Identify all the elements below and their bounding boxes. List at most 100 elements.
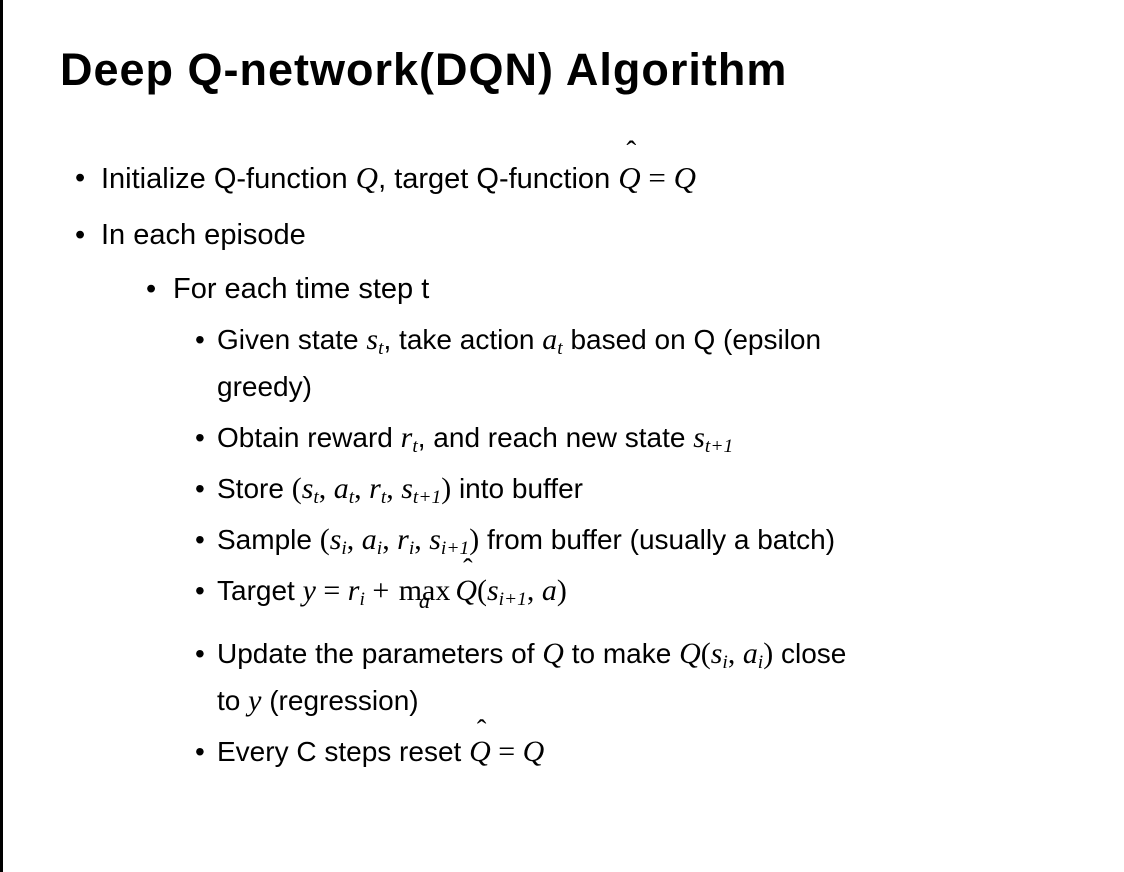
math-run: ) xyxy=(441,472,452,505)
math-run: ) xyxy=(469,523,480,556)
math-var: si+1 xyxy=(429,523,470,559)
math-subscript: i+1 xyxy=(440,537,470,559)
bullet-icon: • xyxy=(195,524,205,555)
math-subscript: t xyxy=(348,486,355,508)
math-subscript: i xyxy=(341,537,347,559)
bullet-icon: • xyxy=(75,162,86,194)
math-base: a xyxy=(333,472,349,505)
math-base: r xyxy=(400,421,413,454)
math-base: Q xyxy=(455,574,477,607)
text-run: , target Q-function xyxy=(378,163,619,195)
math-var: st+1 xyxy=(401,472,442,508)
math-run: , xyxy=(386,472,402,505)
text-run: Every C steps reset xyxy=(217,736,470,767)
text-run: to make xyxy=(563,638,680,669)
math-base: s xyxy=(693,421,705,454)
bullet-text: In each episode xyxy=(101,219,306,251)
text-run: into buffer xyxy=(451,473,583,504)
bullet-text: For each time step t xyxy=(173,273,429,305)
math-base: a xyxy=(542,323,558,356)
math-subscript: t+1 xyxy=(704,435,734,457)
text-run: For each time step t xyxy=(173,273,430,305)
text-run: Store xyxy=(217,473,292,504)
text-run: (regression) xyxy=(261,685,419,716)
math-run: Q xyxy=(542,637,564,670)
hat-accent-icon: ˆ xyxy=(626,136,637,169)
math-subscript: t xyxy=(412,435,418,457)
math-base: s xyxy=(429,523,441,556)
math-base: s xyxy=(486,574,499,607)
math-var: ri xyxy=(348,574,365,610)
math-base: a xyxy=(742,637,758,670)
hat-accent-icon: ˆ xyxy=(463,553,473,585)
math-run: , xyxy=(414,523,430,556)
math-run: = xyxy=(640,160,674,195)
bullet-icon: • xyxy=(195,575,205,606)
math-subscript: t xyxy=(380,486,387,508)
math-subscript: i+1 xyxy=(498,588,527,610)
math-base: Q xyxy=(618,160,641,195)
text-run: from buffer (usually a batch) xyxy=(479,524,836,555)
page-title: Deep Q-network(DQN) Algorithm xyxy=(60,44,788,95)
math-subscript: i xyxy=(757,651,764,673)
text-run: greedy) xyxy=(217,371,312,402)
max-word: max xyxy=(398,574,451,607)
bullet-text: Store (st, at, rt, st+1) into buffer xyxy=(217,472,583,508)
text-run: Sample xyxy=(217,524,320,555)
bullet-text: Update the parameters of Q to make Q(si,… xyxy=(217,637,846,717)
text-run: , and reach new state xyxy=(417,422,694,453)
math-run: , xyxy=(727,637,743,670)
math-run: , xyxy=(354,472,370,505)
math-var: rt xyxy=(369,472,387,508)
math-run: , xyxy=(526,574,542,607)
bullet-icon: • xyxy=(195,422,205,453)
math-run: ( xyxy=(291,472,302,505)
math-run: y xyxy=(248,684,262,717)
bullet-text: Initialize Q-function Q, target Q-functi… xyxy=(101,137,697,195)
math-run: Q xyxy=(679,637,701,670)
text-run: Initialize Q-function xyxy=(101,163,356,195)
math-subscript: t xyxy=(557,337,563,359)
bullet-item: •In each episode xyxy=(3,207,1124,263)
text-run: Obtain reward xyxy=(217,422,401,453)
bullet-item: • Obtain reward rt, and reach new state s… xyxy=(3,414,1124,461)
bullet-icon: • xyxy=(146,273,157,305)
math-subscript: i xyxy=(359,588,365,610)
math-base: s xyxy=(401,472,413,505)
math-subscript: i xyxy=(376,537,383,559)
math-subscript: t xyxy=(378,337,384,359)
math-run: Q xyxy=(355,160,379,195)
math-run: , xyxy=(382,523,398,556)
math-run: = xyxy=(315,574,348,607)
bullet-text: Obtain reward rt, and reach new state st… xyxy=(217,421,733,457)
math-var: st xyxy=(366,323,384,359)
bullet-icon: • xyxy=(195,638,205,669)
math-var: ai xyxy=(742,637,764,673)
bullet-item: • For each time step t xyxy=(3,263,1124,316)
math-var: at xyxy=(333,472,355,508)
bullet-item: •Update the parameters of Q to make Q(si… xyxy=(3,630,1124,724)
math-run: Q xyxy=(673,160,697,195)
math-run: ) xyxy=(763,637,774,670)
math-base: s xyxy=(710,637,723,670)
text-run: based on Q (epsilon xyxy=(562,324,822,355)
math-run: ( xyxy=(476,574,487,607)
bullet-item: •Initialize Q-function Q, target Q-funct… xyxy=(3,137,1124,207)
math-var: ri xyxy=(397,523,414,558)
math-var: rt xyxy=(400,421,418,457)
math-subscript: t+1 xyxy=(412,486,442,508)
bullet-text: Given state st, take action at based on … xyxy=(217,323,822,402)
math-run: , xyxy=(346,523,362,556)
bullet-item: •Given state st, take action at based on… xyxy=(3,316,1124,410)
bullet-list: •Initialize Q-function Q, target Q-funct… xyxy=(3,137,1124,779)
math-base: Q xyxy=(469,735,491,768)
